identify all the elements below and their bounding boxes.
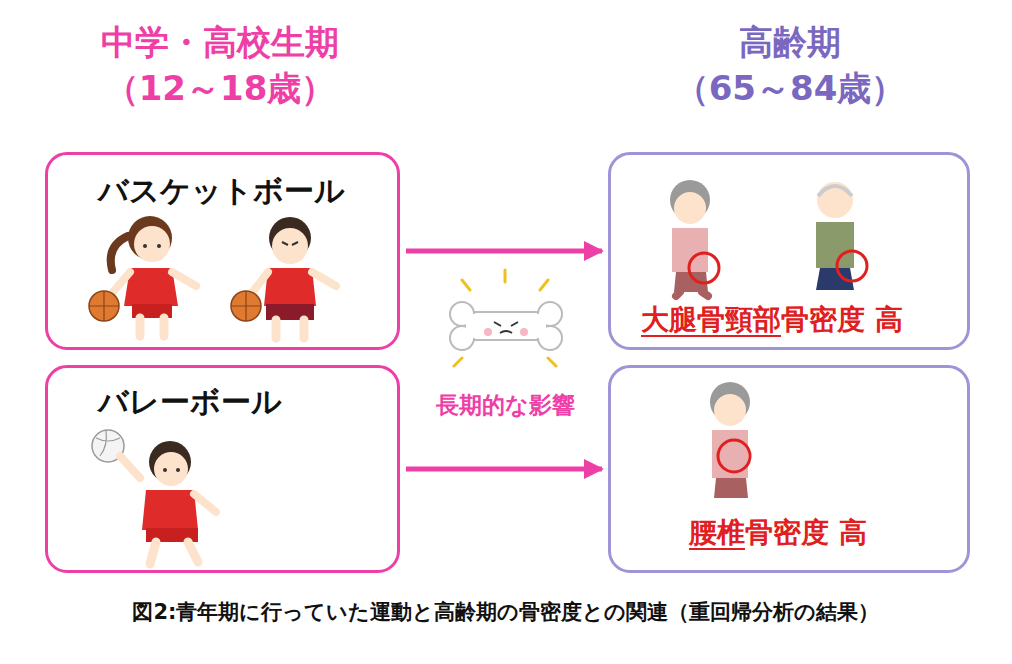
elderly-woman <box>670 180 719 296</box>
column-heading: 中学・高校生期 <box>20 22 420 63</box>
sport-box: バレーボール <box>45 365 400 573</box>
underline <box>641 335 781 337</box>
arrow-connector <box>406 249 602 254</box>
volleyball-player <box>92 430 216 564</box>
box-text: バレーボール <box>98 384 282 420</box>
column-heading: （12～18歳） <box>20 68 420 109</box>
box-text: 腰椎骨密度 高 <box>689 516 867 550</box>
column-heading: （65～84歳） <box>590 68 990 109</box>
elderly-woman-spine <box>710 382 750 498</box>
column-heading: 高齢期 <box>590 22 990 63</box>
underline <box>689 548 745 550</box>
sport-box: 大腿骨頸部骨密度 高 <box>608 152 970 350</box>
sport-box: バスケットボール <box>45 152 400 350</box>
box-text: バスケットボール <box>98 173 345 209</box>
figure-caption: 図2:青年期に行っていた運動と高齢期の骨密度との関連（重回帰分析の結果） <box>6 600 1006 625</box>
arrow-connector <box>406 467 602 472</box>
arrow-note: 長期的な影響 <box>405 392 605 420</box>
elderly-man <box>816 182 867 290</box>
basketball-boy <box>231 217 336 338</box>
basketball-girl <box>89 216 196 336</box>
sport-box: 腰椎骨密度 高 <box>608 365 970 573</box>
box-text: 大腿骨頸部骨密度 高 <box>641 303 903 337</box>
bone-icon <box>450 270 562 366</box>
